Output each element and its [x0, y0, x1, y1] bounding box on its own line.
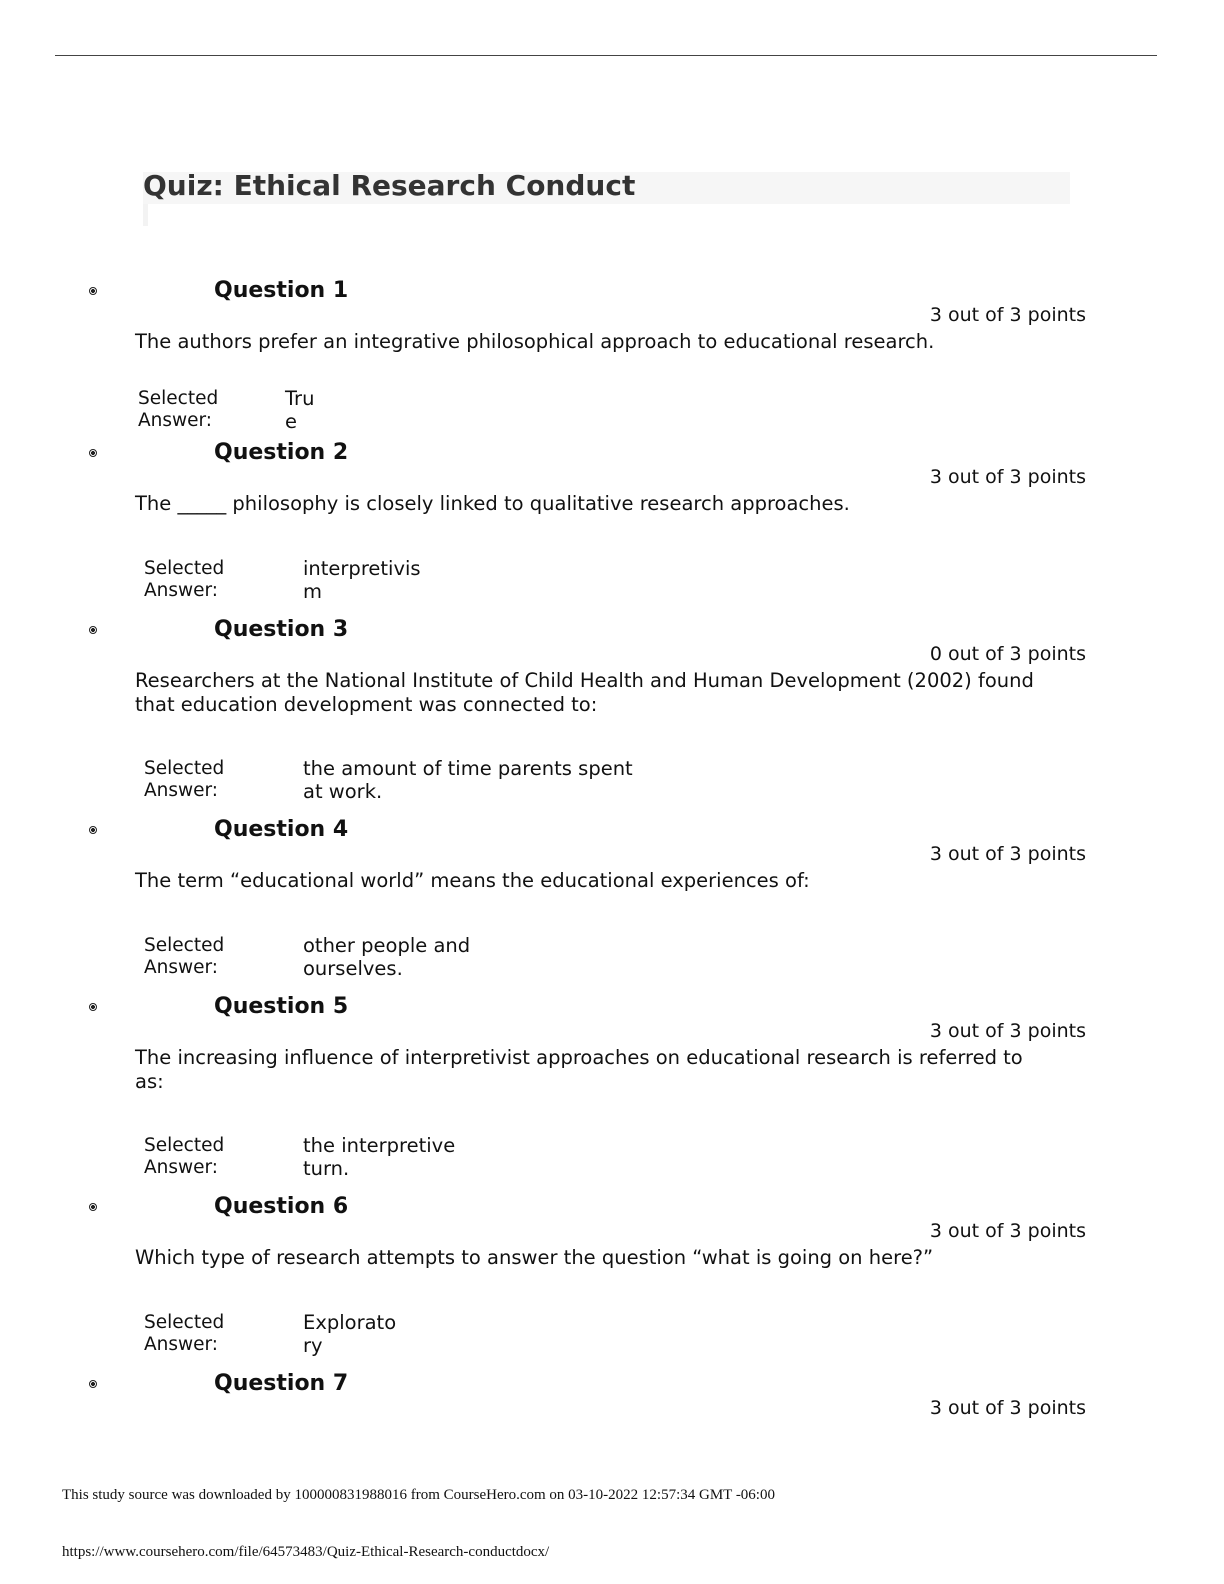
question-points: 3 out of 3 points: [929, 466, 1086, 488]
question-points: 0 out of 3 points: [929, 643, 1086, 665]
question-points: 3 out of 3 points: [929, 1220, 1086, 1242]
download-note: This study source was downloaded by 1000…: [62, 1487, 775, 1503]
question-text: Which type of research attempts to answe…: [135, 1246, 934, 1269]
bullet-icon: [89, 287, 97, 295]
question-heading: Question 3: [214, 617, 349, 642]
bullet-icon: [89, 826, 97, 834]
selected-answer-label: Selected Answer:: [144, 558, 225, 601]
selected-answer-value: the amount of time parents spent at work…: [303, 757, 633, 803]
question-points: 3 out of 3 points: [929, 843, 1086, 865]
question-points: 3 out of 3 points: [929, 1397, 1086, 1419]
question-text: The term “educational world” means the e…: [135, 869, 810, 892]
question-text: The _____ philosophy is closely linked t…: [135, 492, 850, 515]
question-text: The increasing influence of interpretivi…: [135, 1046, 1023, 1093]
question-heading: Question 4: [214, 817, 349, 842]
bullet-icon: [89, 1380, 97, 1388]
bullet-icon: [89, 1203, 97, 1211]
selected-answer-label: Selected Answer:: [144, 758, 225, 801]
question-text: Researchers at the National Institute of…: [135, 669, 1034, 716]
question-heading: Question 7: [214, 1371, 349, 1396]
bullet-icon: [89, 1003, 97, 1011]
bullet-icon: [89, 449, 97, 457]
question-points: 3 out of 3 points: [929, 1020, 1086, 1042]
question-points: 3 out of 3 points: [929, 304, 1086, 326]
question-heading: Question 5: [214, 994, 349, 1019]
selected-answer-value: the interpretive turn.: [303, 1134, 456, 1180]
question-heading: Question 2: [214, 440, 349, 465]
bullet-icon: [89, 626, 97, 634]
title-background: [143, 172, 1070, 204]
selected-answer-label: Selected Answer:: [144, 1135, 225, 1178]
selected-answer-value: Explorato ry: [303, 1311, 397, 1357]
title-strip: [143, 204, 148, 226]
selected-answer-label: Selected Answer:: [144, 1312, 225, 1355]
source-url[interactable]: https://www.coursehero.com/file/64573483…: [62, 1544, 550, 1560]
question-text: The authors prefer an integrative philos…: [135, 330, 935, 353]
question-heading: Question 1: [214, 278, 349, 303]
question-heading: Question 6: [214, 1194, 349, 1219]
page-title: Quiz: Ethical Research Conduct: [143, 169, 636, 202]
top-divider: [55, 55, 1157, 56]
selected-answer-label: Selected Answer:: [144, 935, 225, 978]
selected-answer-value: other people and ourselves.: [303, 934, 471, 980]
selected-answer-value: interpretivis m: [303, 557, 421, 603]
selected-answer-value: Tru e: [285, 387, 315, 433]
selected-answer-label: Selected Answer:: [138, 388, 219, 431]
